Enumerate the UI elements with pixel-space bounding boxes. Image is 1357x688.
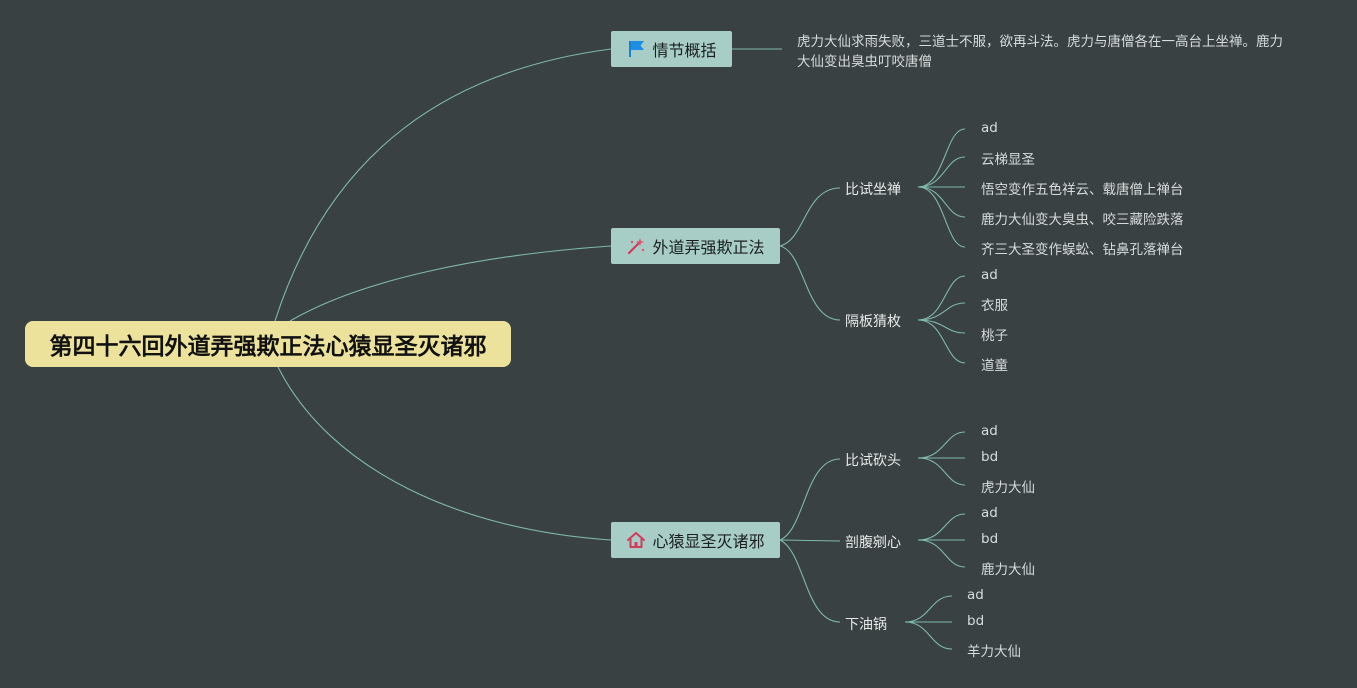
branch-label: 情节概括	[652, 41, 717, 60]
leaf-item[interactable]: ad	[981, 120, 998, 136]
leaf-item[interactable]: 虎力大仙	[981, 480, 1035, 496]
link-branch-3-sub-1	[779, 458, 841, 541]
link-root-branch-2	[289, 245, 612, 322]
leaf-item[interactable]: ad	[981, 267, 998, 283]
subtopic-oil-cauldron[interactable]: 下油锅	[845, 617, 887, 633]
plot-summary-text: 虎力大仙求雨失败，三道士不服，欲再斗法。虎力与唐僧各在一高台上坐禅。鹿力大仙变出…	[797, 34, 1283, 70]
leaf-item[interactable]: 桃子	[981, 328, 1008, 344]
leaf-item[interactable]: ad	[981, 423, 998, 439]
leaf-item[interactable]: 齐三大圣变作蜈蚣、钻鼻孔落禅台	[981, 242, 1184, 258]
subtopic-meditation-contest[interactable]: 比试坐禅	[845, 182, 901, 198]
leaf-item[interactable]: bd	[981, 531, 999, 547]
subtopic-beheading-contest[interactable]: 比试砍头	[845, 453, 901, 469]
magic-wand-icon	[626, 236, 646, 256]
leaf-item[interactable]: 衣服	[981, 298, 1008, 314]
link-root-branch-3	[277, 366, 612, 541]
branch-heresy-bullies[interactable]: 外道弄强欺正法	[611, 228, 780, 264]
leaf-item[interactable]: 道童	[981, 358, 1008, 374]
leaf-item[interactable]: 羊力大仙	[967, 644, 1021, 660]
root-topic[interactable]: 第四十六回外道弄强欺正法心猿显圣灭诸邪	[25, 321, 511, 367]
leaf-item[interactable]: bd	[967, 613, 985, 629]
link-branch-2-sub-1	[779, 187, 841, 247]
leaf-item[interactable]: bd	[981, 449, 999, 465]
branch-label: 心猿显圣灭诸邪	[652, 532, 765, 551]
link-branch-3-sub-3	[779, 539, 841, 623]
branch-monkey-shows-power[interactable]: 心猿显圣灭诸邪	[611, 522, 780, 558]
branch-plot-summary[interactable]: 情节概括	[611, 31, 732, 67]
link-root-branch-1	[274, 48, 612, 322]
root-topic-label: 第四十六回外道弄强欺正法心猿显圣灭诸邪	[49, 334, 487, 360]
subtopic-heart-contest[interactable]: 剖腹剜心	[845, 535, 901, 551]
leaf-item[interactable]: ad	[981, 505, 998, 521]
branch-label: 外道弄强欺正法	[652, 238, 765, 257]
home-icon	[626, 530, 646, 550]
leaf-item[interactable]: 鹿力大仙变大臭虫、咬三藏险跌落	[981, 212, 1184, 228]
link-branch-2-sub-2	[779, 245, 841, 321]
leaf-item[interactable]: 云梯显圣	[981, 152, 1035, 168]
subtopic-guess-box[interactable]: 隔板猜枚	[845, 314, 901, 330]
link-branch-3-sub-2	[779, 539, 841, 542]
leaf-item[interactable]: 鹿力大仙	[981, 562, 1035, 578]
leaf-item[interactable]: 悟空变作五色祥云、载唐僧上禅台	[981, 182, 1184, 198]
leaf-item[interactable]: ad	[967, 587, 984, 603]
flag-icon	[626, 39, 646, 59]
